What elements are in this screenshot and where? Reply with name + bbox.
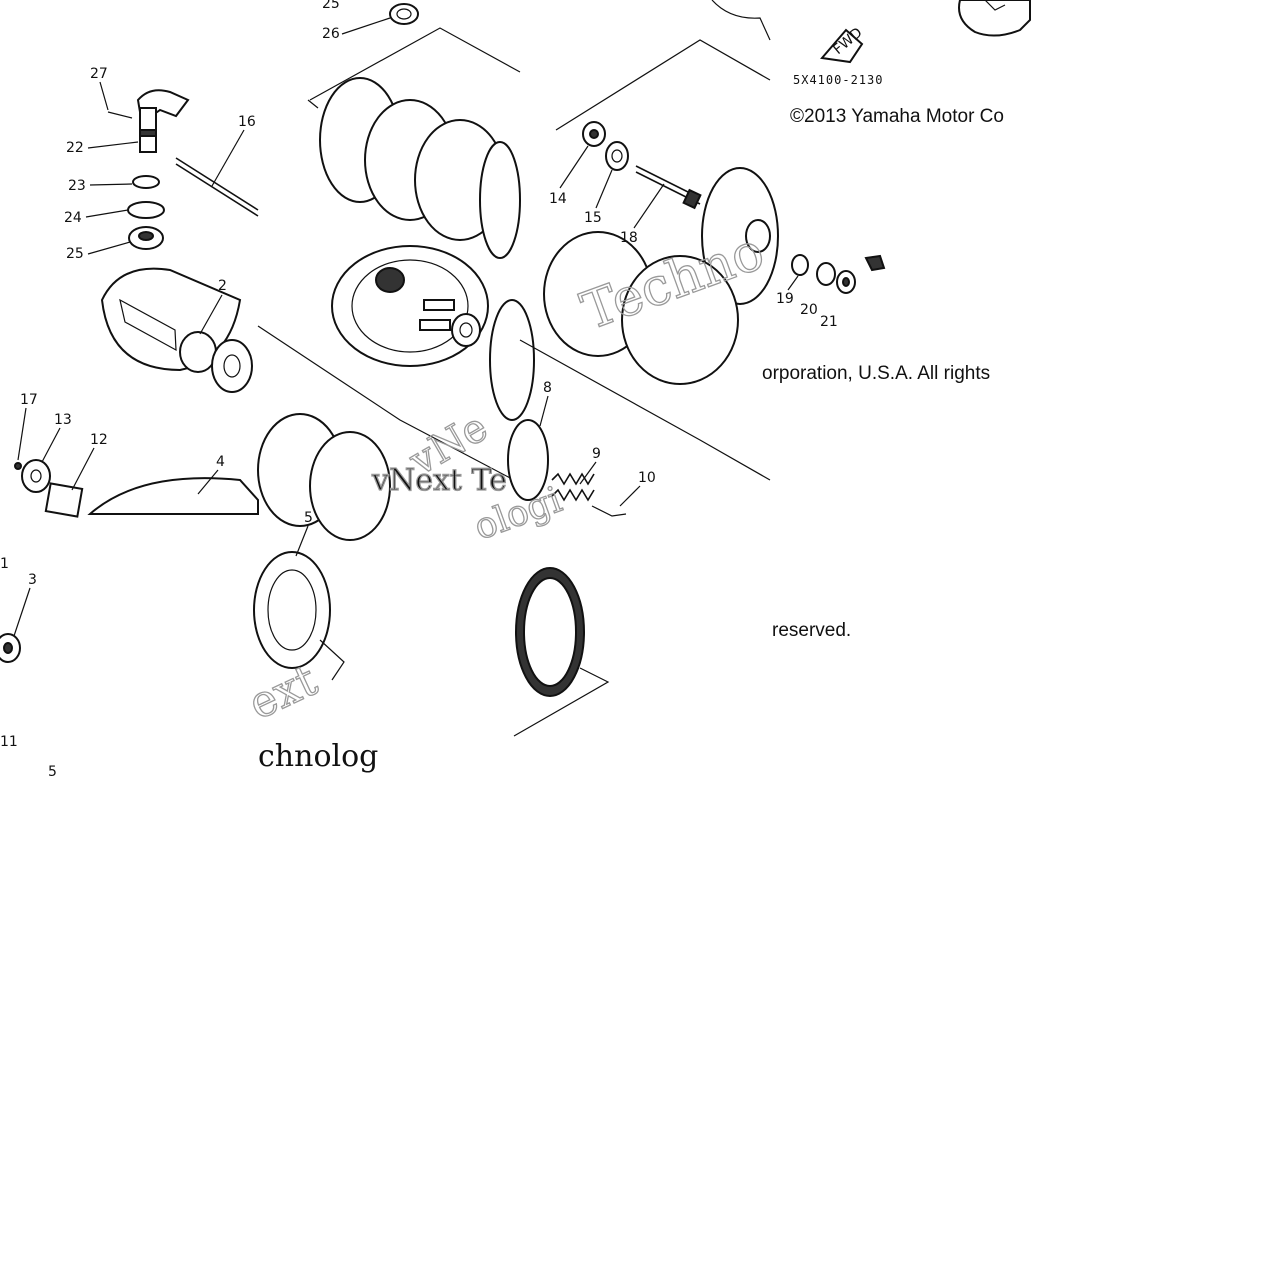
friction-plate-lower [513, 567, 610, 737]
callout-16: 16 [238, 114, 256, 130]
callout-22: 22 [66, 140, 84, 156]
callout-24: 24 [64, 210, 82, 226]
callout-15: 15 [584, 210, 602, 226]
callout-25: 25 [66, 246, 84, 262]
clutch-plates-top [307, 27, 521, 259]
callouts: 25 26 27 22 16 23 24 25 2 14 15 18 19 20… [0, 0, 838, 780]
callout-9: 9 [592, 446, 601, 462]
callout-4: 4 [216, 454, 225, 470]
copyright-line-1: ©2013 Yamaha Motor Co [790, 106, 1004, 127]
washers-19-21 [791, 254, 886, 294]
copyright-line-3: reserved. [772, 620, 851, 641]
clutch-spring [507, 419, 627, 517]
callout-11: 11 [0, 734, 18, 750]
gear-edge-fragment [711, 0, 771, 41]
watermark-vnext: vNext Te [371, 463, 507, 498]
bearing-26 [389, 3, 419, 25]
callout-20: 20 [800, 302, 818, 318]
clutch-basket [253, 551, 345, 681]
callout-23: 23 [68, 178, 86, 194]
clutch-hub-lower [14, 459, 259, 518]
callout-8: 8 [543, 380, 552, 396]
push-rod [175, 157, 259, 217]
nut-3 [0, 633, 21, 663]
clutch-plates-right [555, 39, 779, 305]
copyright-line-2: orporation, U.S.A. All rights [762, 363, 990, 384]
callout-26: 26 [322, 26, 340, 42]
callout-18: 18 [620, 230, 638, 246]
callout-17: 17 [20, 392, 38, 408]
clutch-housing [331, 245, 489, 367]
plate-right-edge [489, 299, 535, 421]
watermark-chnolog: chnolog [258, 739, 378, 774]
callout-3: 3 [28, 572, 37, 588]
callout-5-bottom: 5 [48, 764, 57, 780]
primary-drive-assembly [100, 267, 253, 393]
callout-12: 12 [90, 432, 108, 448]
callout-21: 21 [820, 314, 838, 330]
watermark-ext: ext [241, 655, 325, 730]
callout-14: 14 [549, 191, 567, 207]
push-lever-assembly [107, 89, 190, 250]
callout-19: 19 [776, 291, 794, 307]
callout-13: 13 [54, 412, 72, 428]
callout-2: 2 [218, 278, 227, 294]
callout-27: 27 [90, 66, 108, 82]
part-code: 5X4100-2130 [793, 73, 883, 87]
callout-10: 10 [638, 470, 656, 486]
fwd-arrow-icon: FWD [820, 25, 866, 64]
callout-25-top: 25 [322, 0, 340, 12]
callout-5-mid: 5 [304, 510, 313, 526]
cover-plate-fragment [958, 0, 1031, 37]
callout-1: 1 [0, 556, 9, 572]
clutch-plates-middle [257, 231, 771, 541]
